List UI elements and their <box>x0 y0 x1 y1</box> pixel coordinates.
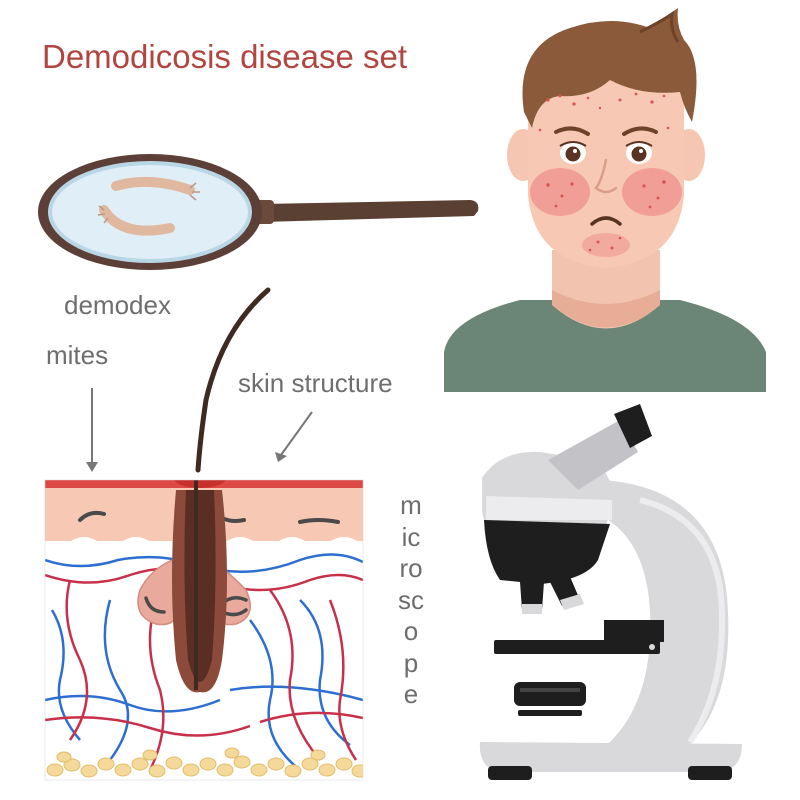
mites-label: mites <box>46 340 109 370</box>
sad-man-illustration <box>444 8 766 392</box>
hair-shaft <box>195 287 271 473</box>
microscope-icon <box>479 404 742 780</box>
page-title: Demodicosis disease set <box>42 38 407 75</box>
mites-arrow-icon <box>86 388 98 472</box>
skin-structure-arrow-icon <box>275 411 313 462</box>
skin-structure-label: skin structure <box>238 368 393 398</box>
skin-structure-diagram <box>44 479 364 781</box>
microscope-label: microscope <box>398 490 424 709</box>
magnifying-glass-icon <box>38 154 479 270</box>
demodex-label: demodex <box>64 290 171 320</box>
